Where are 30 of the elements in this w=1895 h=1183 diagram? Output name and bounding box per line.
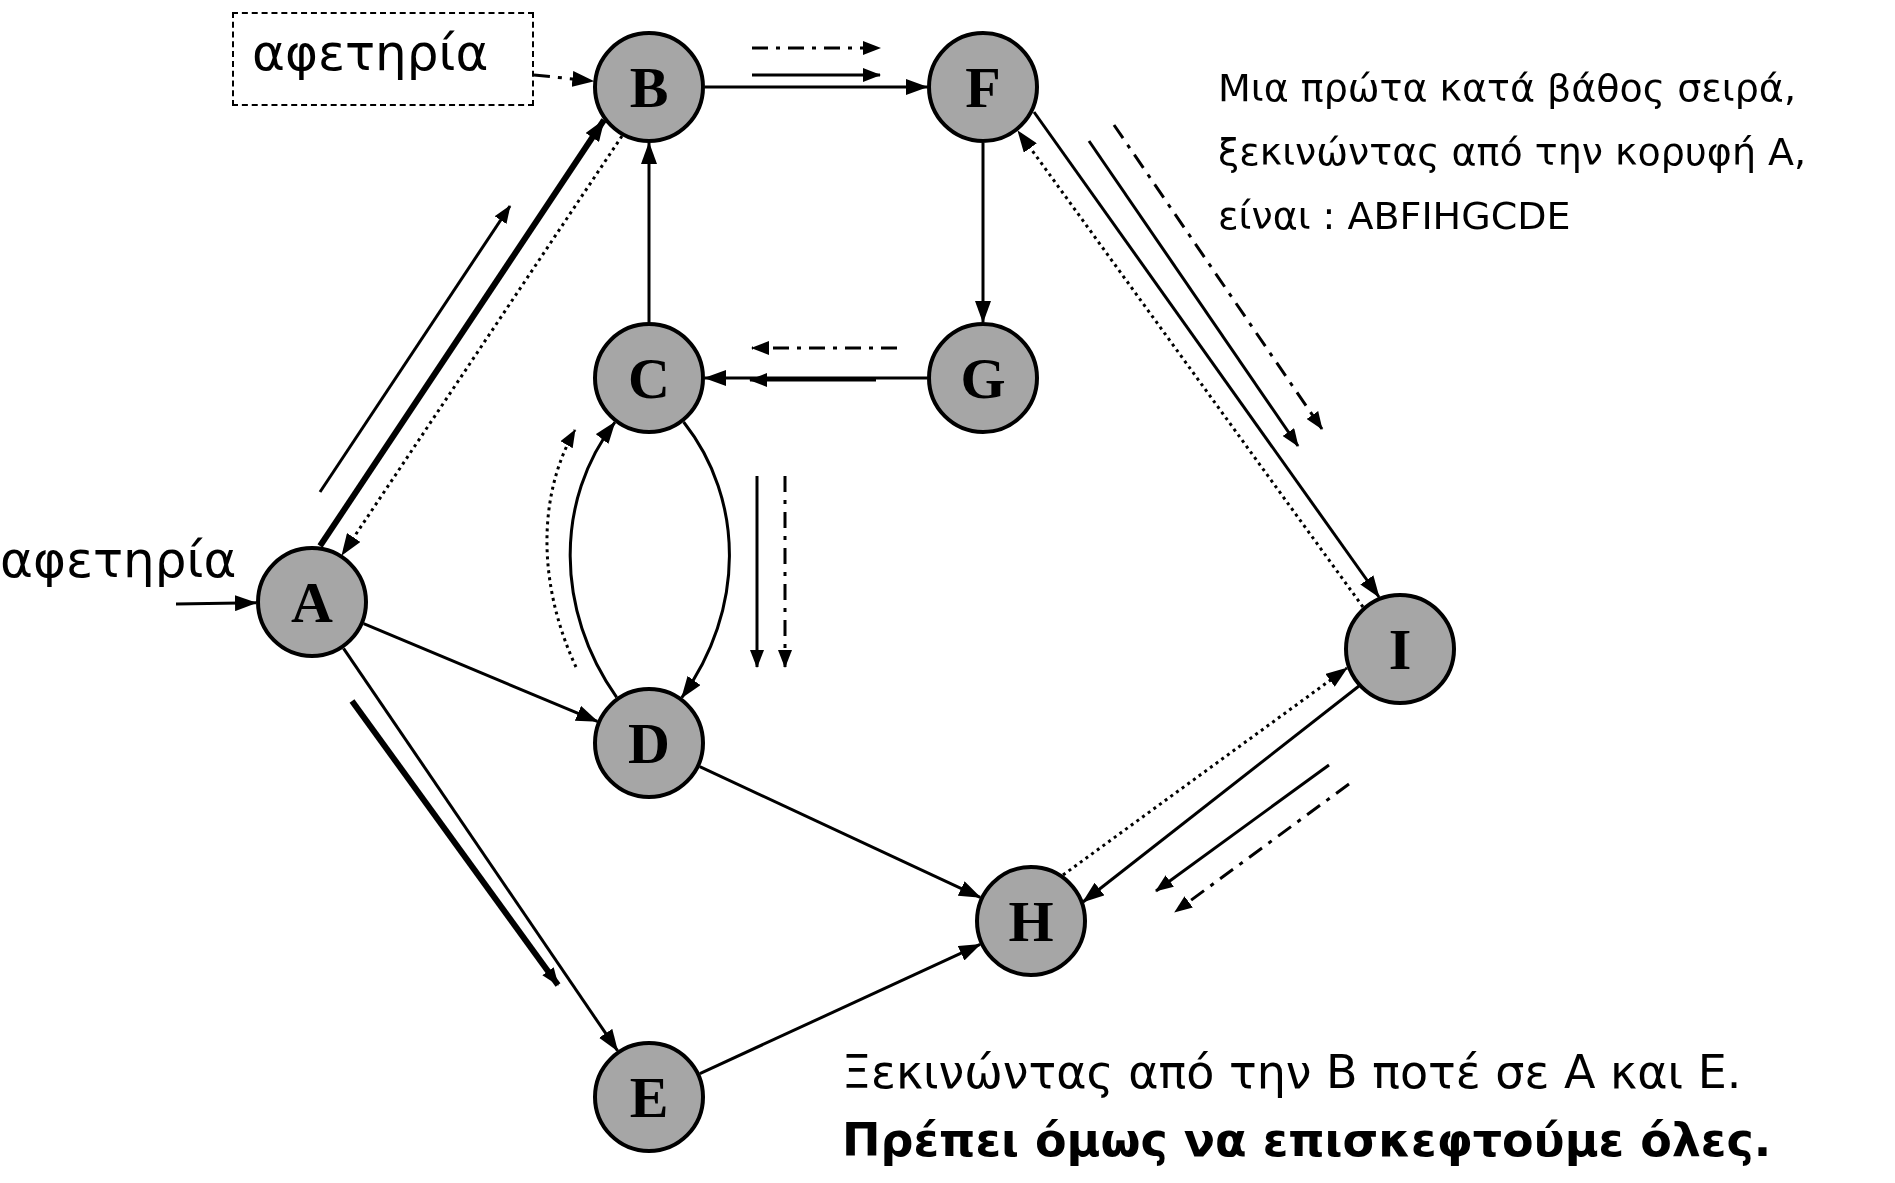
arrow bbox=[340, 135, 624, 556]
arrow bbox=[568, 421, 618, 699]
arrow bbox=[641, 142, 657, 322]
vertex-circle: C bbox=[593, 322, 705, 434]
start-note: Ξεκινώντας από την B ποτέ σε A και E. bbox=[842, 1044, 1742, 1101]
vertex-circle: D bbox=[593, 687, 705, 799]
order-note: Μια πρώτα κατά βάθος σειρά, ξεκινώντας από την κορυφή A, είναι : ABFIHGCDE bbox=[1218, 65, 1808, 240]
visit-note: Πρέπει όμως να επισκεφτούμε όλες. bbox=[842, 1112, 1772, 1169]
arrow bbox=[175, 595, 257, 612]
arrow bbox=[704, 370, 927, 386]
arrow bbox=[680, 421, 731, 699]
arrow bbox=[317, 118, 607, 548]
arrow bbox=[533, 71, 595, 87]
vertex-circle: B bbox=[593, 31, 705, 143]
arrow bbox=[975, 143, 991, 323]
vertex-circle: G bbox=[927, 322, 1039, 434]
vertex-circle: E bbox=[593, 1041, 705, 1153]
arrow bbox=[342, 647, 619, 1052]
arrow bbox=[1062, 666, 1348, 877]
arrow bbox=[699, 765, 982, 899]
start-box: αφετηρία bbox=[232, 12, 534, 106]
arrow bbox=[705, 79, 928, 95]
arrow bbox=[1082, 684, 1360, 904]
vertex-circle: F bbox=[927, 31, 1039, 143]
vertex-circle: H bbox=[975, 865, 1087, 977]
arrow bbox=[699, 943, 982, 1075]
vertex-circle: A bbox=[256, 546, 368, 658]
vertex-circle: I bbox=[1344, 593, 1456, 705]
start-label: αφετηρία bbox=[0, 530, 255, 604]
arrow bbox=[363, 622, 599, 723]
